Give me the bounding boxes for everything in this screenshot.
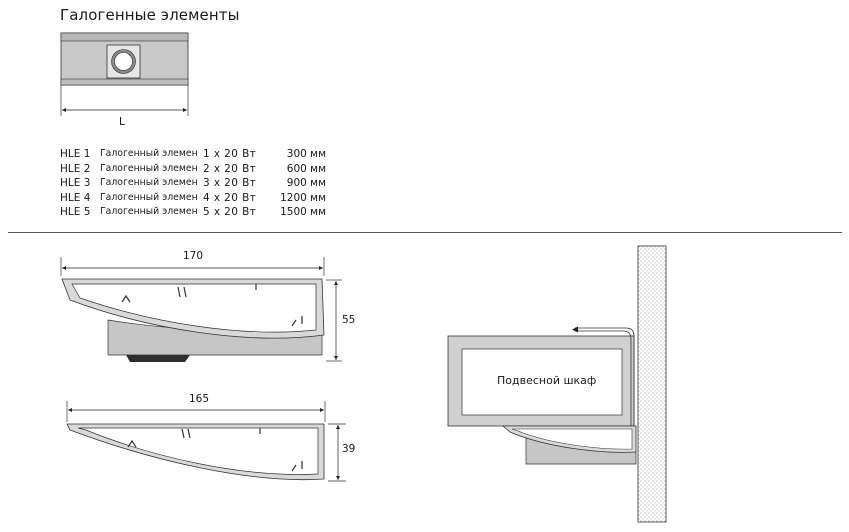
profile-small-drawing — [66, 401, 346, 482]
product-code: HLE 5 — [60, 206, 91, 219]
dimension-label-length: L — [119, 116, 125, 128]
product-length: 900 мм — [286, 177, 326, 190]
product-length: 1200 мм — [280, 191, 326, 204]
product-length: 600 мм — [286, 162, 326, 175]
product-name: Галогенный элемен — [100, 191, 198, 203]
product-name: Галогенный элемен — [100, 177, 198, 189]
product-code: HLE 4 — [60, 191, 91, 204]
profile-large-height-label: 55 — [342, 314, 356, 326]
product-config: 4 x 20 Вт — [203, 191, 257, 204]
mounting-diagram — [447, 245, 667, 523]
product-name: Галогенный элемен — [100, 162, 198, 174]
section-divider — [8, 232, 842, 233]
product-config: 3 x 20 Вт — [203, 177, 257, 190]
product-name: Галогенный элемен — [100, 148, 198, 159]
product-config: 1 x 20 Вт — [203, 148, 257, 160]
product-length: 1500 мм — [280, 206, 326, 219]
page-title: Галогенные элементы — [60, 6, 240, 24]
profile-large-width-label: 170 — [183, 250, 204, 262]
product-config: 5 x 20 Вт — [203, 206, 257, 219]
product-code: HLE 1 — [60, 148, 91, 160]
product-name: Галогенный элемен — [100, 206, 198, 218]
cabinet-label: Подвесной шкаф — [497, 374, 597, 387]
product-length: 300 мм — [286, 148, 326, 160]
halogen-element-body — [60, 32, 189, 86]
product-code: HLE 2 — [60, 162, 91, 175]
profile-large-drawing — [60, 257, 342, 362]
product-code: HLE 3 — [60, 177, 91, 190]
product-config: 2 x 20 Вт — [203, 162, 257, 175]
profile-small-width-label: 165 — [189, 393, 210, 405]
wall — [637, 245, 667, 523]
profile-small-height-label: 39 — [342, 443, 356, 455]
